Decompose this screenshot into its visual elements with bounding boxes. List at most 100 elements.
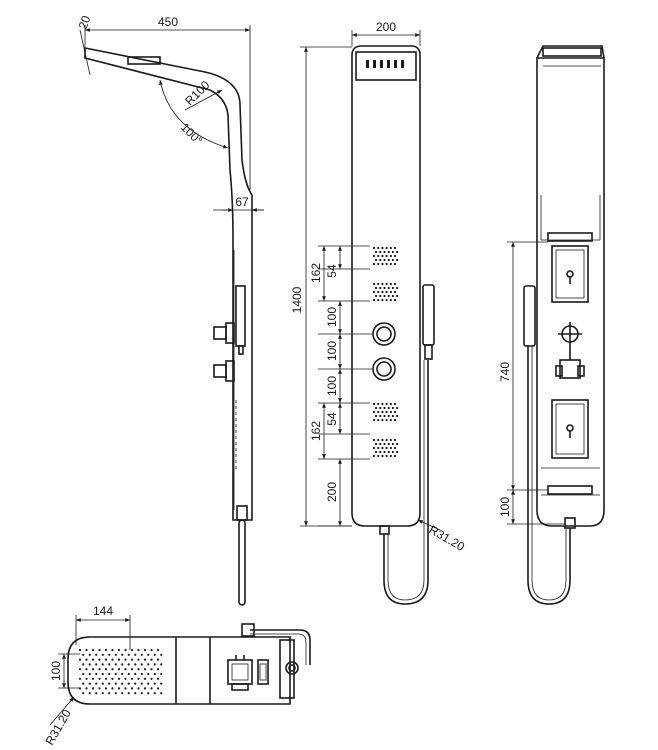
- jet-nozzle: [130, 658, 134, 661]
- jet-nozzle: [379, 414, 382, 418]
- jet-nozzle: [140, 682, 143, 685]
- jet-nozzle: [381, 290, 384, 294]
- jet-nozzle: [153, 653, 156, 656]
- jet-nozzle: [78, 668, 82, 671]
- jet-nozzle: [389, 298, 392, 302]
- jet-nozzle: [393, 418, 397, 422]
- jet-nozzle: [130, 668, 134, 671]
- jet-nozzle: [389, 410, 392, 414]
- jet-nozzle: [88, 672, 91, 676]
- jet-nozzle: [385, 246, 388, 250]
- jet-nozzle: [377, 282, 380, 286]
- jet-nozzle: [114, 672, 117, 676]
- jet-nozzle: [375, 294, 378, 298]
- jet-nozzle: [124, 648, 127, 652]
- front-body-jet-4: [372, 438, 399, 458]
- jet-nozzle: [140, 692, 143, 695]
- jet-nozzle: [98, 648, 101, 652]
- jet-nozzle: [389, 262, 392, 266]
- jet-nozzle: [383, 294, 386, 298]
- jet-nozzle: [101, 672, 104, 676]
- jet-nozzle: [391, 258, 394, 262]
- front-body-jet-2: [372, 282, 399, 302]
- jet-nozzle: [124, 687, 127, 690]
- jet-nozzle: [160, 672, 163, 676]
- front-view: 200 1400 162 54 100 100 100 162 5: [290, 20, 467, 605]
- jet-nozzle: [393, 298, 397, 302]
- jet-nozzle: [393, 282, 397, 286]
- jet-nozzle: [377, 402, 380, 406]
- jet-nozzle: [387, 414, 390, 418]
- jet-nozzle: [91, 648, 95, 652]
- jet-nozzle: [377, 418, 380, 422]
- jet-nozzle: [88, 692, 91, 695]
- jet-nozzle: [130, 677, 134, 680]
- jet-nozzle: [143, 687, 147, 690]
- jet-nozzle: [137, 668, 140, 671]
- jet-nozzle: [379, 442, 382, 446]
- jet-nozzle: [95, 672, 98, 676]
- jet-nozzle: [377, 246, 380, 250]
- jet-nozzle: [137, 687, 140, 690]
- jet-nozzle: [389, 402, 392, 406]
- back-view-body: [536, 57, 605, 527]
- front-knob-upper: [372, 322, 396, 346]
- jet-nozzle: [385, 410, 388, 414]
- jet-nozzle: [391, 450, 394, 454]
- jet-nozzle: [140, 653, 143, 656]
- jet-nozzle: [78, 677, 82, 680]
- top-valve-detail: [227, 655, 269, 691]
- jet-nozzle: [372, 410, 376, 414]
- jet-nozzle: [383, 442, 386, 446]
- jet-nozzle: [127, 682, 130, 685]
- front-body-jet-1: [372, 246, 399, 266]
- jet-nozzle: [127, 653, 130, 656]
- front-hose: [383, 360, 429, 605]
- dim-top-corner-radius: R31.20: [42, 707, 74, 748]
- jet-nozzle: [391, 406, 394, 410]
- side-view-body: [84, 47, 253, 521]
- jet-nozzle: [147, 672, 150, 676]
- dim-back-span: 740: [498, 362, 512, 382]
- jet-nozzle: [389, 418, 392, 422]
- jet-nozzle: [104, 668, 108, 671]
- jet-nozzle: [121, 672, 124, 676]
- jet-nozzle: [134, 653, 137, 656]
- back-mount-plate-1: [551, 245, 589, 303]
- jet-nozzle: [78, 648, 82, 652]
- jet-nozzle: [391, 442, 394, 446]
- jet-nozzle: [383, 406, 386, 410]
- dim-arm-thickness: 20: [76, 13, 94, 31]
- jet-nozzle: [108, 682, 111, 685]
- jet-nozzle: [91, 668, 95, 671]
- jet-nozzle: [383, 258, 386, 262]
- jet-nozzle: [150, 677, 153, 680]
- jet-nozzle: [387, 406, 390, 410]
- jet-nozzle: [130, 648, 134, 652]
- front-hand-shower: [422, 284, 435, 346]
- jet-nozzle: [104, 677, 108, 680]
- jet-nozzle: [372, 454, 376, 458]
- jet-nozzle: [381, 282, 384, 286]
- dim-back-bottom: 100: [498, 497, 512, 517]
- jet-nozzle: [137, 658, 140, 661]
- jet-nozzle: [375, 258, 378, 262]
- jet-nozzle: [383, 414, 386, 418]
- jet-nozzle: [387, 294, 390, 298]
- jet-nozzle: [391, 294, 394, 298]
- jet-nozzle: [95, 692, 98, 695]
- side-head-nozzle: [127, 56, 161, 65]
- jet-nozzle: [389, 446, 392, 450]
- jet-nozzle: [101, 682, 104, 685]
- jet-nozzle: [396, 406, 399, 410]
- jet-nozzle: [396, 286, 399, 290]
- front-outlet: [379, 525, 390, 535]
- jet-nozzle: [372, 402, 376, 406]
- jet-nozzle: [111, 687, 114, 690]
- jet-nozzle: [98, 668, 101, 671]
- jet-nozzle: [150, 648, 153, 652]
- jet-nozzle: [153, 682, 156, 685]
- jet-nozzle: [393, 438, 397, 442]
- jet-nozzle: [108, 672, 111, 676]
- jet-nozzle: [98, 687, 101, 690]
